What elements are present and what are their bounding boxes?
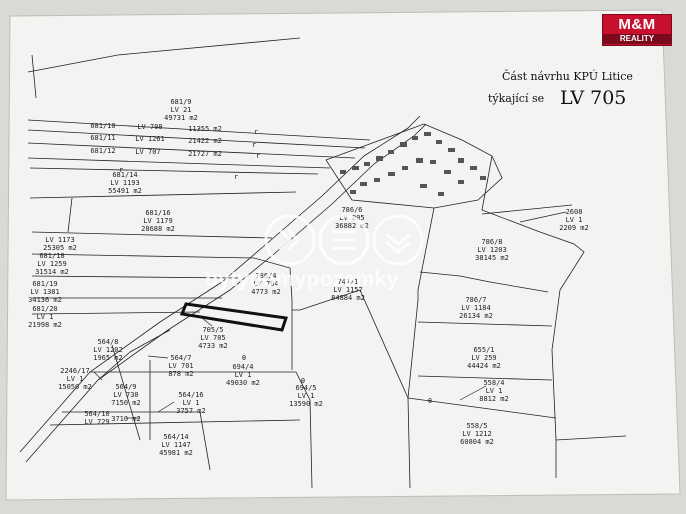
map-symbols: rrr rrθ θθ [119, 128, 432, 405]
highlighted-parcel-705-5[interactable] [179, 302, 288, 332]
village-buildings [340, 132, 486, 196]
map-subtitle-lv: LV 705 [560, 87, 626, 109]
logo-brand: M&M [618, 16, 656, 33]
parcel-label: 3710 m2 [111, 415, 141, 423]
logo-sub: REALITY [603, 34, 671, 44]
watermark-icons [264, 214, 424, 266]
parcel-label: 681/12 [90, 147, 115, 155]
paper-sheet [5, 9, 681, 501]
parcel-label: LV 707 [135, 148, 160, 156]
parcel-label: 681/11 [90, 134, 115, 142]
parcel-label: 21727 m2 [188, 150, 222, 158]
parcel-label: 11355 m2 [188, 125, 222, 133]
parcel-label: LV 708 [137, 123, 162, 131]
boundary-lines [19, 37, 627, 489]
brand-logo: M&M REALITY [602, 14, 672, 46]
map-title: Část návrhu KPÚ Litice [502, 69, 633, 83]
parcel-label: 21422 m2 [188, 137, 222, 145]
parcel-label: LV 1261 [135, 135, 165, 143]
svg-text:r: r [119, 166, 123, 174]
svg-text:r: r [252, 141, 256, 149]
svg-text:r: r [234, 173, 238, 181]
svg-text:r: r [254, 128, 258, 136]
leader-lines [93, 211, 567, 419]
svg-text:θ: θ [301, 377, 305, 385]
watermark-text: bytydomypozemky [205, 268, 399, 291]
parcel-label: 681/10 [90, 122, 115, 130]
svg-text:θ: θ [242, 354, 246, 362]
svg-text:r: r [256, 152, 260, 160]
map-subtitle-prefix: týkající se [488, 92, 544, 105]
svg-text:θ: θ [428, 397, 432, 405]
